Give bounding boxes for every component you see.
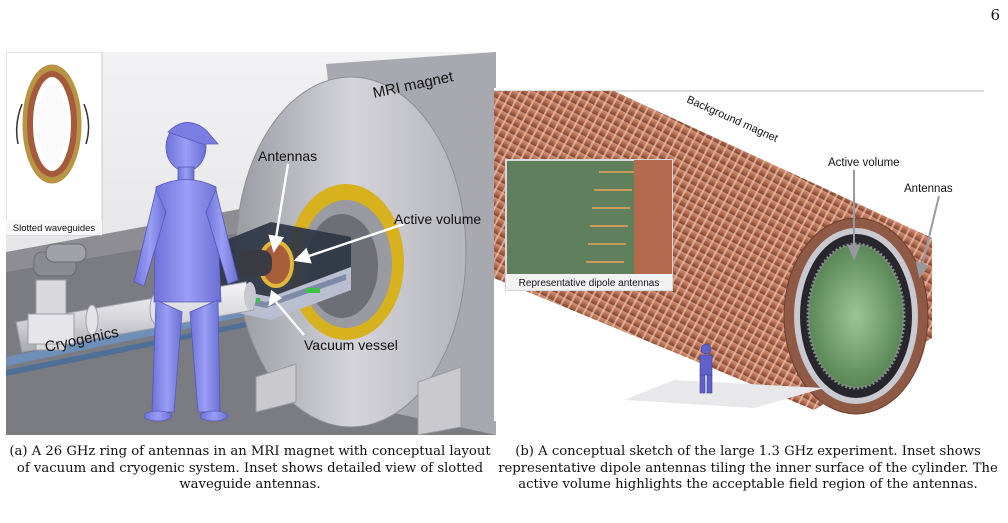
figure-a-label-antennas: Antennas: [258, 148, 317, 164]
figure-a-label-vacuum-vessel: Vacuum vessel: [304, 337, 398, 353]
figure-a-label-active-volume: Active volume: [394, 211, 481, 227]
page-number: 6: [990, 6, 1000, 24]
figure-b-large-experiment-render: Representative dipole antennas Backgroun…: [494, 88, 984, 421]
figure-b-caption: (b) A conceptual sketch of the large 1.3…: [498, 444, 998, 492]
figure-b-inset-label: Representative dipole antennas: [519, 278, 660, 289]
figure-a-mri-render: Slotted waveguides MRI magnet Antennas A…: [5, 51, 496, 436]
figure-a-caption: (a) A 26 GHz ring of antennas in an MRI …: [9, 444, 491, 492]
figure-b-label-active-volume: Active volume: [828, 157, 900, 169]
figure-a-inset-label: Slotted waveguides: [13, 223, 96, 234]
figure-b-label-antennas: Antennas: [904, 183, 953, 195]
